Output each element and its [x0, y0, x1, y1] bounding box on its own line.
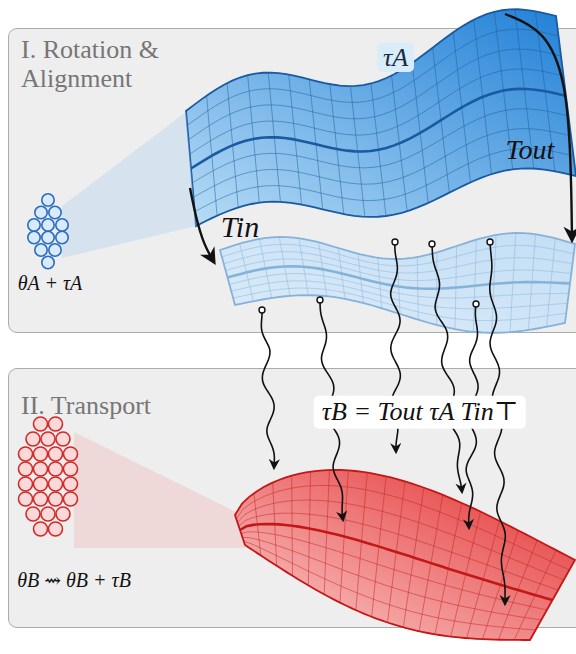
surface-grid: [222, 233, 574, 333]
surface-midline: [228, 266, 571, 288]
task-vector-surface: τA: [181, 1, 576, 241]
transform-label: Tout: [506, 135, 555, 166]
surface-midline: [191, 89, 566, 169]
surface-outline: [186, 9, 576, 226]
surface-fill: [235, 470, 575, 640]
panel-title: I. Rotation & Alignment: [21, 35, 171, 93]
surface-fill: [186, 9, 576, 226]
surface-label: τA: [377, 43, 414, 72]
transform-arrow: [505, 14, 572, 240]
neural-network-icon: [19, 417, 78, 536]
surface-grid: [187, 9, 573, 217]
neural-network-icon: [28, 194, 68, 269]
surface-outline: [235, 470, 575, 640]
model-label: θB ⇝ θB + τB: [17, 569, 131, 591]
surface-outline: [220, 233, 575, 333]
surface-fill: [220, 233, 575, 333]
projection-beam: [62, 112, 196, 258]
transform-arrow: [190, 188, 214, 262]
aligned-surface: [220, 233, 575, 333]
formula-label: τB = Tout τA Tin⊤: [314, 396, 526, 429]
surface-shape: [181, 1, 576, 241]
surface-grid: [236, 470, 569, 640]
model-label: θA + τA: [18, 272, 83, 294]
transform-label: Tin: [221, 210, 259, 243]
panel-title: II. Transport: [21, 391, 241, 420]
projection-beam: [74, 432, 248, 548]
transported-surface: [235, 470, 575, 640]
